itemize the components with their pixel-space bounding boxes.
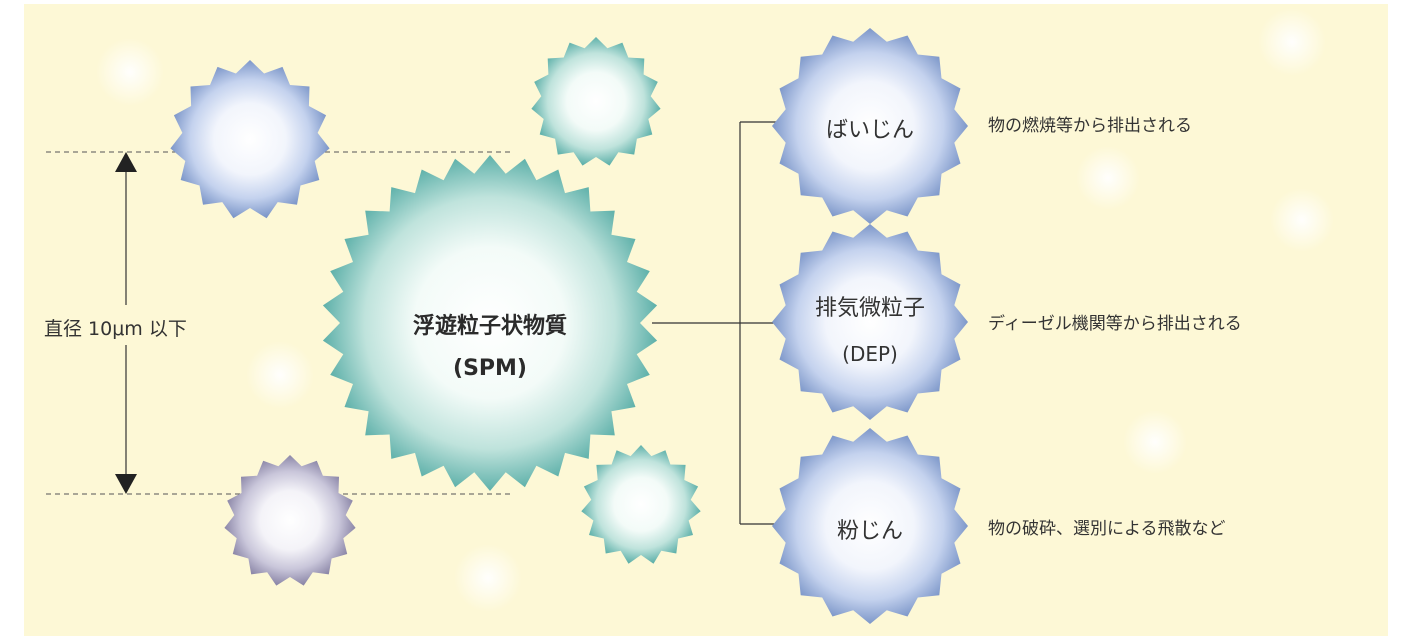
particle-type-1 — [772, 28, 968, 224]
arrow-down-icon — [115, 474, 137, 494]
diameter-label: 直径 10μm 以下 — [44, 318, 187, 340]
type-2-name: 排気微粒子 — [814, 296, 926, 321]
glow-dot — [1270, 188, 1334, 252]
arrow-up-icon — [115, 152, 137, 172]
glow-dots — [96, 8, 1334, 612]
particle-decor-teal-top — [531, 37, 661, 166]
main-particle-name: 浮遊粒子状物質 — [412, 314, 568, 339]
glow-dot — [454, 544, 522, 612]
type-1-name: ばいじん — [825, 118, 915, 143]
glow-dot — [1076, 146, 1140, 210]
particle-main-spm — [322, 155, 658, 491]
glow-dot — [96, 38, 164, 106]
particles-group — [170, 28, 968, 624]
type-3-name: 粉じん — [836, 519, 904, 544]
particle-decor-teal-bottom — [581, 445, 701, 564]
type-2-description: ディーゼル機関等から排出される — [988, 314, 1242, 334]
glow-dot — [1123, 410, 1187, 474]
type-3-description: 物の破砕、選別による飛散など — [988, 519, 1226, 539]
main-particle-abbr: (SPM) — [453, 356, 527, 381]
glow-dot — [1258, 8, 1326, 76]
glow-dot — [246, 341, 314, 409]
type-1-description: 物の燃焼等から排出される — [988, 116, 1192, 136]
particle-decor-gray-bottom — [224, 455, 356, 586]
particle-type-3 — [772, 428, 968, 624]
particle-decor-blue-top — [170, 60, 330, 219]
type-2-abbr: (DEP) — [842, 342, 898, 366]
particle-type-2 — [772, 224, 968, 420]
